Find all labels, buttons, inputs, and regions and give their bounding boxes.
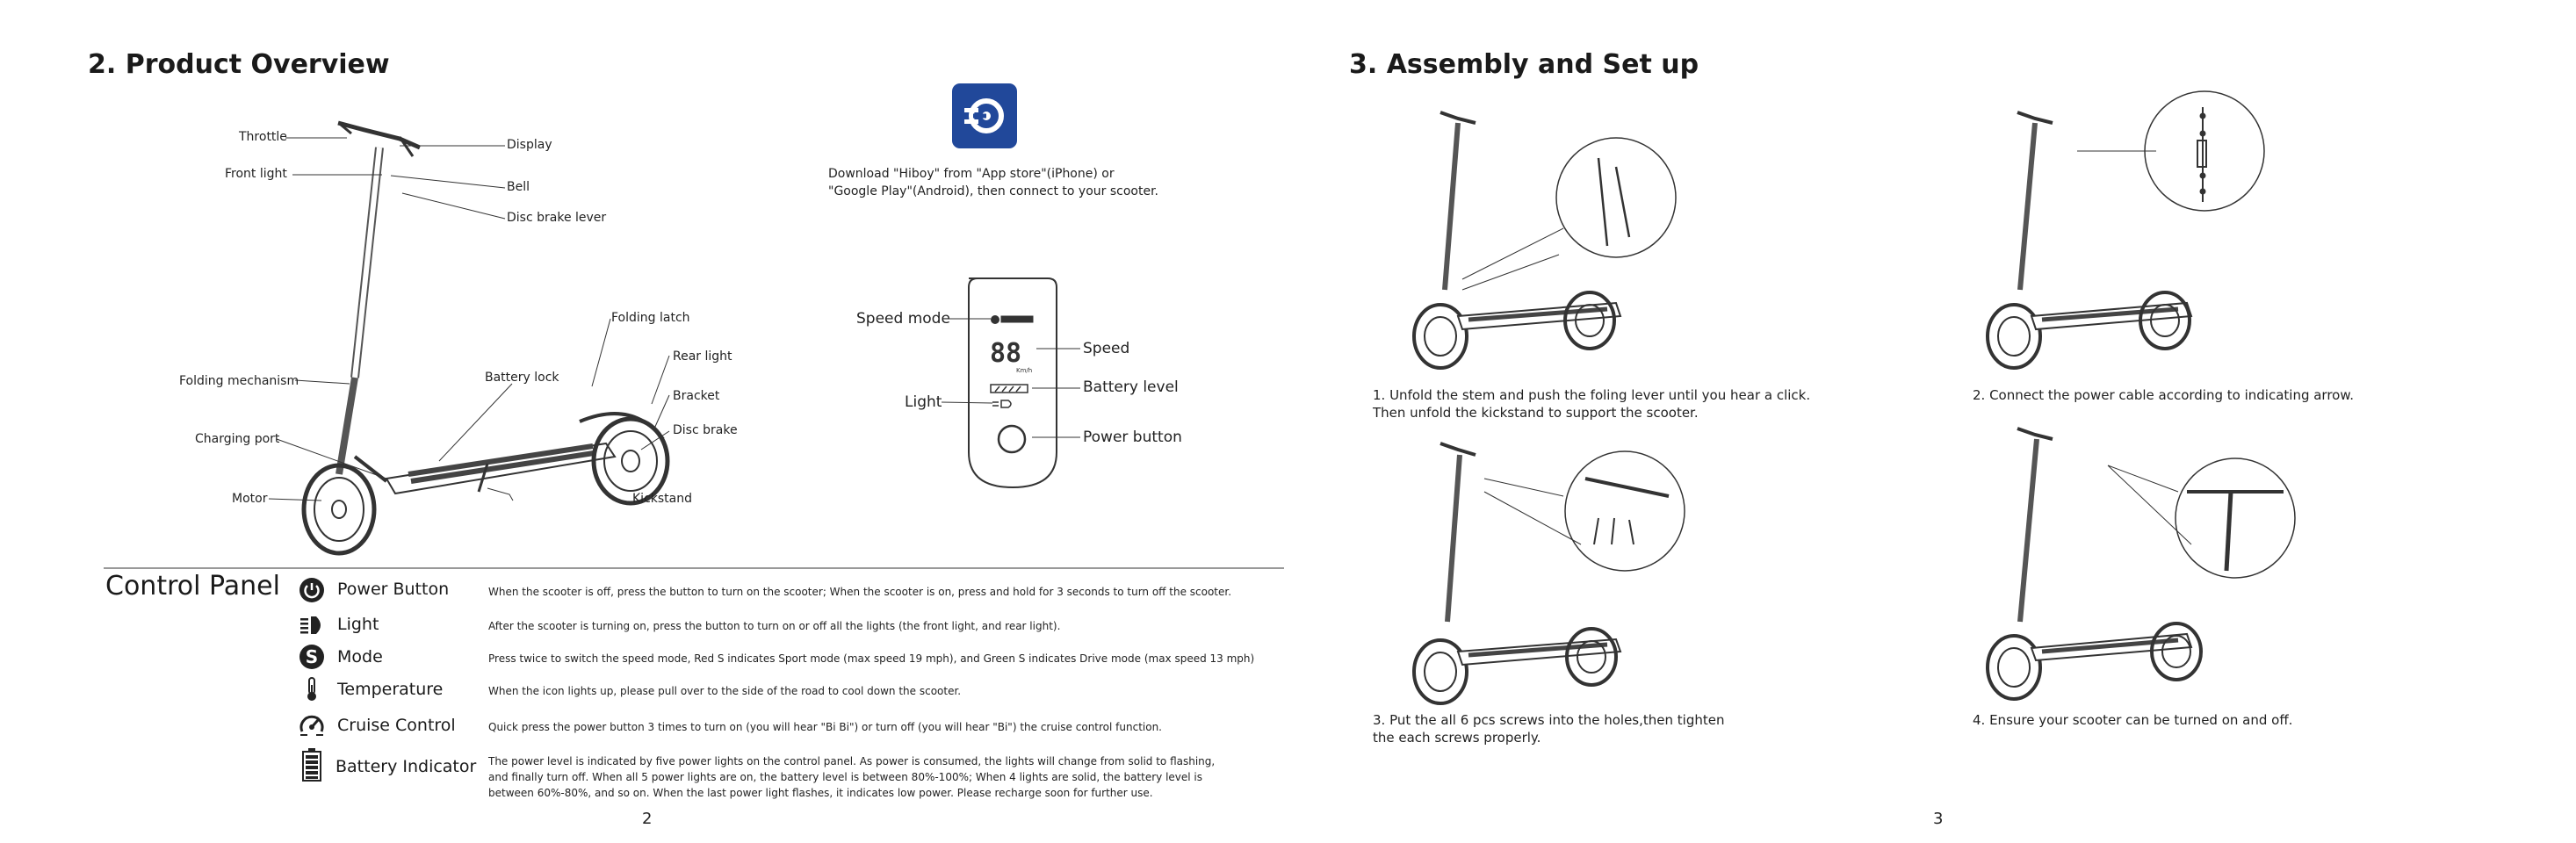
step-4-line-1: 4. Ensure your scooter can be turned on … — [1973, 712, 2293, 728]
label-bell: Bell — [507, 180, 530, 194]
product-overview-title: 2. Product Overview — [88, 49, 390, 80]
cp-desc-battery-line-2: and finally turn off. When all 5 power l… — [488, 771, 1203, 783]
step-2-caption: 2. Connect the power cable according to … — [1973, 386, 2354, 404]
step-1-line-2: Then unfold the kickstand to support the… — [1373, 405, 1699, 421]
label-speed: Speed — [1083, 340, 1130, 357]
label-light: Light — [905, 393, 942, 411]
battery-icon — [299, 747, 325, 786]
svg-text:S: S — [306, 646, 318, 667]
app-download-line-1: Download "Hiboy" from "App store"(iPhone… — [828, 167, 1115, 181]
cp-name-light: Light — [337, 615, 379, 634]
page-number-left: 2 — [642, 810, 653, 828]
step-1-line-1: 1. Unfold the stem and push the foling l… — [1373, 387, 1811, 403]
cp-name-power-button: Power Button — [337, 580, 450, 599]
label-rear-light: Rear light — [673, 349, 732, 364]
label-speed-mode: Speed mode — [856, 310, 950, 328]
assembly-step2-illustration — [1986, 90, 2265, 370]
app-download-line-2: "Google Play"(Android), then connect to … — [828, 184, 1158, 198]
display-digits: 88 — [990, 338, 1022, 369]
cp-name-temperature: Temperature — [337, 680, 444, 699]
mode-icon: S — [299, 644, 325, 674]
control-panel-title: Control Panel — [105, 571, 280, 602]
app-download-text: Download "Hiboy" from "App store"(iPhone… — [828, 165, 1158, 200]
scooter-overview-illustration — [301, 120, 670, 556]
step-1-caption: 1. Unfold the stem and push the foling l… — [1373, 386, 1810, 422]
page-number-right: 3 — [1933, 810, 1944, 828]
label-display: Display — [507, 138, 552, 152]
cp-desc-temperature: When the icon lights up, please pull ove… — [488, 685, 962, 697]
cp-desc-battery-indicator: The power level is indicated by five pow… — [488, 753, 1215, 801]
label-charging-port: Charging port — [195, 432, 280, 446]
cp-desc-battery-line-3: between 60%-80%, and so on. When the las… — [488, 787, 1153, 799]
display-unit: Km/h — [1016, 367, 1033, 374]
label-battery-lock: Battery lock — [485, 371, 559, 385]
label-disc-brake: Disc brake — [673, 423, 738, 437]
label-bracket: Bracket — [673, 389, 720, 403]
cruise-control-icon — [299, 712, 325, 742]
display-panel-illustration — [968, 277, 1057, 489]
label-front-light: Front light — [225, 167, 287, 181]
label-motor: Motor — [232, 492, 268, 506]
cp-desc-battery-line-1: The power level is indicated by five pow… — [488, 755, 1216, 767]
cp-name-mode: Mode — [337, 647, 383, 666]
callout-lines — [268, 137, 670, 501]
assembly-step1-illustration — [1412, 111, 1677, 370]
label-disc-brake-lever: Disc brake lever — [507, 211, 607, 225]
label-battery-level: Battery level — [1083, 378, 1179, 396]
cp-desc-power-button: When the scooter is off, press the butto… — [488, 586, 1232, 598]
hiboy-app-icon — [952, 83, 1017, 148]
label-power-button: Power button — [1083, 429, 1182, 446]
step-3-caption: 3. Put the all 6 pcs screws into the hol… — [1373, 711, 1724, 746]
assembly-title: 3. Assembly and Set up — [1349, 49, 1699, 80]
power-icon — [299, 577, 325, 607]
label-throttle: Throttle — [239, 130, 287, 144]
label-folding-mechanism: Folding mechanism — [179, 374, 299, 388]
display-callout-lines — [941, 318, 1080, 438]
label-folding-latch: Folding latch — [611, 311, 690, 325]
label-kickstand: Kickstand — [632, 492, 692, 506]
step-3-line-1: 3. Put the all 6 pcs screws into the hol… — [1373, 712, 1725, 728]
thermometer-icon — [299, 676, 325, 706]
assembly-step4-illustration — [1986, 427, 2296, 701]
step-4-caption: 4. Ensure your scooter can be turned on … — [1973, 711, 2292, 729]
cp-desc-cruise-control: Quick press the power button 3 times to … — [488, 721, 1162, 733]
step-3-line-2: the each screws properly. — [1373, 730, 1541, 746]
cp-name-cruise-control: Cruise Control — [337, 716, 456, 735]
assembly-step3-illustration — [1412, 442, 1685, 705]
light-icon — [299, 612, 325, 642]
step-2-line-1: 2. Connect the power cable according to … — [1973, 387, 2355, 403]
cp-desc-light: After the scooter is turning on, press t… — [488, 620, 1061, 632]
cp-name-battery-indicator: Battery Indicator — [336, 757, 477, 776]
cp-desc-mode: Press twice to switch the speed mode, Re… — [488, 652, 1255, 665]
